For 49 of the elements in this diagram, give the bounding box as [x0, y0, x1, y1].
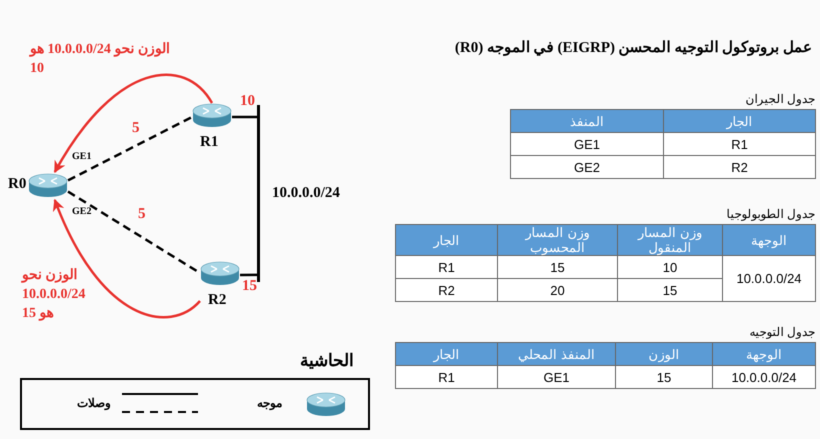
legend-title: الحاشية	[300, 350, 354, 371]
table-cell: GE1	[510, 132, 664, 156]
table-cell: GE2	[510, 156, 664, 178]
curved-arrow	[54, 74, 214, 174]
table-caption: جدول الطوبولوجيا	[726, 207, 815, 221]
table-cell: GE1	[498, 366, 616, 388]
table-cell: 15	[498, 256, 618, 278]
header-cell: المنفذ	[510, 110, 664, 132]
table-caption: جدول الجيران	[744, 92, 815, 106]
dashed-link	[67, 116, 193, 182]
table-cell: R1	[664, 132, 816, 156]
diagram-title: عمل بروتوكول التوجيه المحسن (EIGRP) في الموجه (R0)	[454, 39, 812, 57]
header-cell: الجار	[396, 342, 498, 366]
router-label: R2	[208, 292, 226, 309]
table-cell: 15	[618, 278, 722, 302]
curved-arrow	[53, 198, 201, 318]
header-cell: الوزن	[616, 342, 712, 366]
edge-label: 15	[242, 278, 257, 295]
header-cell: الوجهة	[722, 224, 816, 256]
header-cell: الوجهة	[712, 342, 816, 366]
table-caption: جدول التوجيه	[748, 325, 815, 339]
header-cell: وزن المسار المحسوب	[498, 224, 618, 256]
network-label: 10.0.0.0/24	[272, 185, 340, 202]
edge-label: 5	[132, 120, 140, 137]
table-cell: 15	[616, 366, 712, 388]
header-cell: المنفذ المحلي	[498, 342, 616, 366]
weight-annotation: الوزن نحو 10.0.0.0/24 هو 10	[30, 41, 171, 78]
router-label: R1	[200, 134, 218, 151]
table-cell: R2	[396, 278, 498, 302]
interface-label: GE1	[72, 151, 92, 162]
header-cell: وزن المسار المنقول	[618, 224, 722, 256]
table-cell: R2	[664, 156, 816, 178]
header-cell: الجار	[396, 224, 498, 256]
table-cell: 10	[618, 256, 722, 278]
header-cell: الجار	[664, 110, 816, 132]
table-cell: R1	[396, 366, 498, 388]
legend-label: وصلات	[77, 396, 111, 410]
table-cell: 10.0.0.0/24	[712, 366, 816, 388]
table-cell: 20	[498, 278, 618, 302]
edge-label: 5	[138, 206, 146, 223]
interface-label: GE2	[72, 206, 92, 217]
weight-annotation: الوزن نحو 10.0.0.0/24 هو 15	[22, 267, 86, 323]
edge-label: 10	[240, 93, 255, 110]
link-line	[232, 116, 257, 118]
router-label: R0	[8, 176, 26, 193]
table-cell: R1	[396, 256, 498, 278]
link-line	[240, 274, 257, 276]
table-cell: 10.0.0.0/24	[722, 256, 816, 302]
legend-label: موجه	[257, 396, 282, 410]
